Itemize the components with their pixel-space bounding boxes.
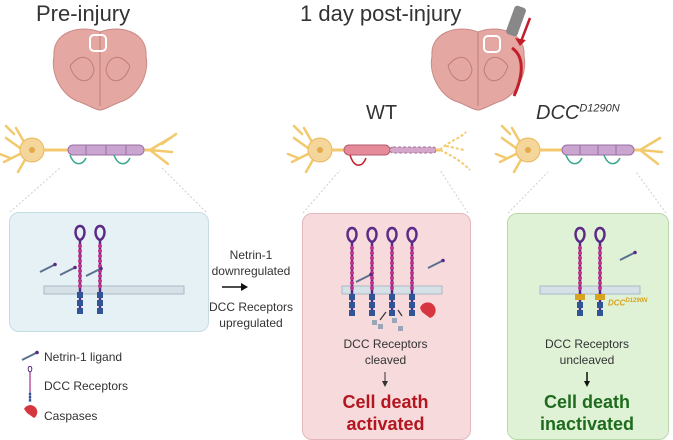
mutant-tag-sup: D1290N xyxy=(625,298,648,304)
pre-axon xyxy=(44,132,178,166)
mutant-heading-base: DCC xyxy=(536,102,580,124)
mut-line-1: DCC Receptors xyxy=(544,337,630,351)
wt-line-1: DCC Receptors xyxy=(343,337,428,351)
middle-line-1: Netrin-1 xyxy=(229,248,273,262)
middle-text-dcc: DCC Receptors upregulated xyxy=(206,299,296,331)
mutant-heading-sup: D1290N xyxy=(579,102,620,115)
middle-line-2: downregulated xyxy=(211,264,291,278)
wt-panel xyxy=(302,213,471,440)
mutant-tag: DCCD1290N xyxy=(608,298,647,308)
mutant-panel xyxy=(507,213,669,440)
pre-injury-heading: Pre-injury xyxy=(36,1,131,26)
wt-panel-text: DCC Receptors cleaved xyxy=(302,336,469,368)
caspase-shape xyxy=(420,302,436,318)
legend-caspases: Caspases xyxy=(44,409,98,423)
mut-line-2: uncleaved xyxy=(559,353,615,367)
legend-dcc: DCC Receptors xyxy=(44,379,129,393)
middle-text-netrin: Netrin-1 downregulated xyxy=(206,247,296,279)
post-injury-heading: 1 day post-injury xyxy=(300,1,462,26)
legend-netrin: Netrin-1 ligand xyxy=(44,350,123,364)
wt-line-2: cleaved xyxy=(364,353,407,367)
mutant-result: Cell death inactivated xyxy=(507,391,667,435)
middle-line-4: upregulated xyxy=(219,316,283,330)
pre-injury-panel xyxy=(9,212,209,332)
mutant-panel-text: DCC Receptors uncleaved xyxy=(507,336,667,368)
mutant-tag-base: DCC xyxy=(608,298,626,308)
wt-result-1: Cell death xyxy=(342,392,429,412)
middle-line-3: DCC Receptors xyxy=(208,300,294,314)
mut-result-2: inactivated xyxy=(539,414,635,434)
wt-heading: WT xyxy=(366,102,398,124)
mutant-heading: DCCD1290N xyxy=(536,102,620,125)
wt-result: Cell death activated xyxy=(302,391,469,435)
mut-result-1: Cell death xyxy=(543,392,631,412)
wt-result-2: activated xyxy=(346,414,425,434)
